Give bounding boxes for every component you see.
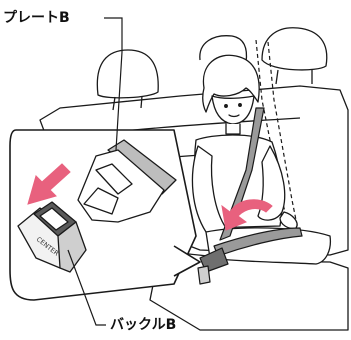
headrest-left — [97, 50, 158, 98]
buckle-b-label: バックルB — [110, 318, 176, 332]
headrest-right — [262, 28, 327, 70]
plate-b-label: プレートB — [3, 11, 70, 25]
buckle-detail-inset: CENTER — [10, 130, 200, 300]
